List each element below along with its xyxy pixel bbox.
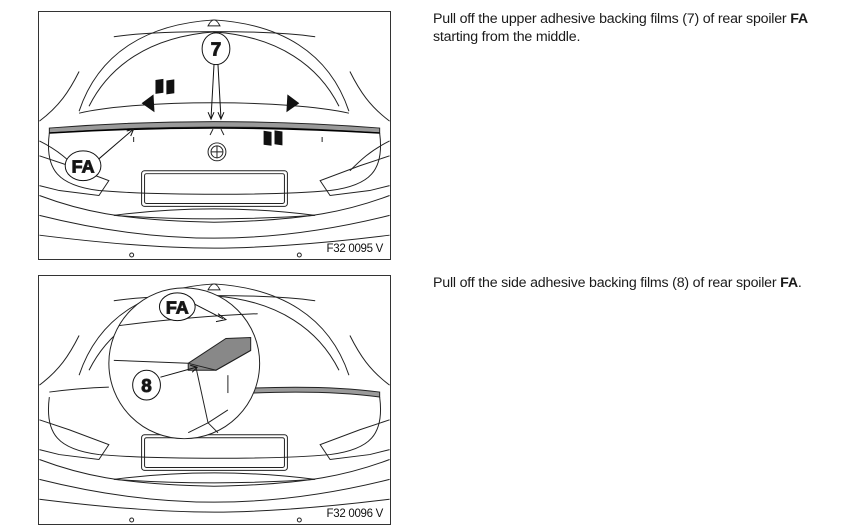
- figure-code: F32 0095 V: [325, 243, 384, 255]
- car-rear-illustration-2: FA 8: [39, 283, 390, 523]
- arrow-right-icon: [263, 94, 300, 146]
- arrow-left-icon: [141, 78, 175, 113]
- part-label: FA: [780, 275, 798, 291]
- instruction-text-end: starting from the middle.: [433, 29, 581, 45]
- instruction-step-2: Pull off the side adhesive backing films…: [433, 274, 843, 292]
- figure-side-backing-films: FA 8 F32 0096 V: [38, 275, 391, 525]
- part-label: FA: [790, 11, 808, 27]
- instruction-text: Pull off the upper adhesive backing film…: [433, 11, 791, 27]
- car-rear-illustration-1: 7 FA: [39, 19, 390, 258]
- instruction-text: Pull off the side adhesive backing films…: [433, 275, 781, 291]
- callout-part-fa: FA: [166, 298, 189, 318]
- instruction-step-1: Pull off the upper adhesive backing film…: [433, 10, 843, 46]
- instruction-text-end: .: [797, 275, 802, 291]
- figure-upper-backing-films: 7 FA F32 0095 V: [38, 11, 391, 260]
- figure-code: F32 0096 V: [325, 508, 384, 520]
- callout-item-7: 7: [211, 39, 221, 60]
- callout-part-fa: FA: [72, 157, 95, 177]
- callout-item-8: 8: [141, 375, 151, 396]
